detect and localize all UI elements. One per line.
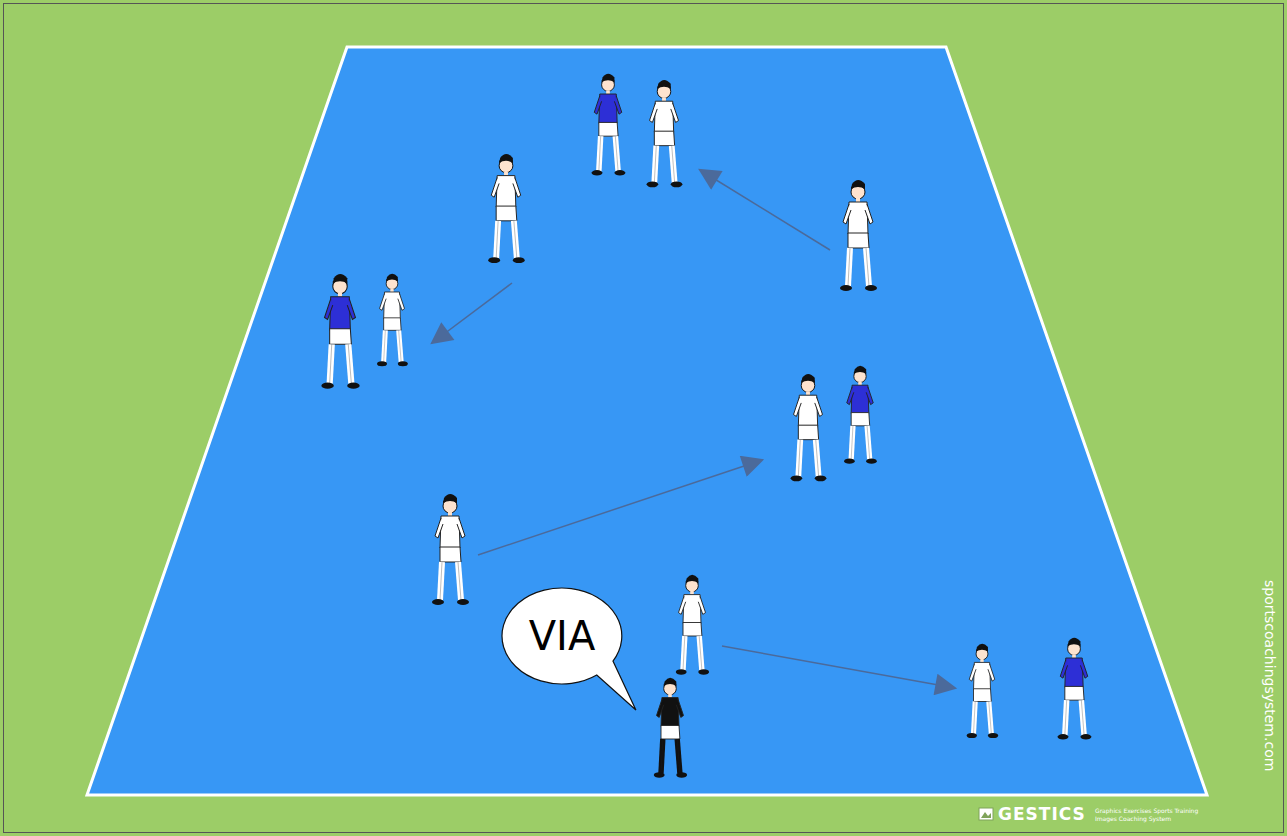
- speech-bubble: VIA: [502, 588, 622, 684]
- logo-tagline: Graphics Exercises Sports Training: [1095, 808, 1198, 815]
- bubble-text: VIA: [529, 613, 596, 659]
- logo-text: GESTICS: [998, 805, 1086, 824]
- logo-tagline: Images Coaching System: [1095, 816, 1171, 823]
- watermark: sportscoachingsystem.com: [1262, 580, 1277, 771]
- bubble-shape: [502, 588, 636, 710]
